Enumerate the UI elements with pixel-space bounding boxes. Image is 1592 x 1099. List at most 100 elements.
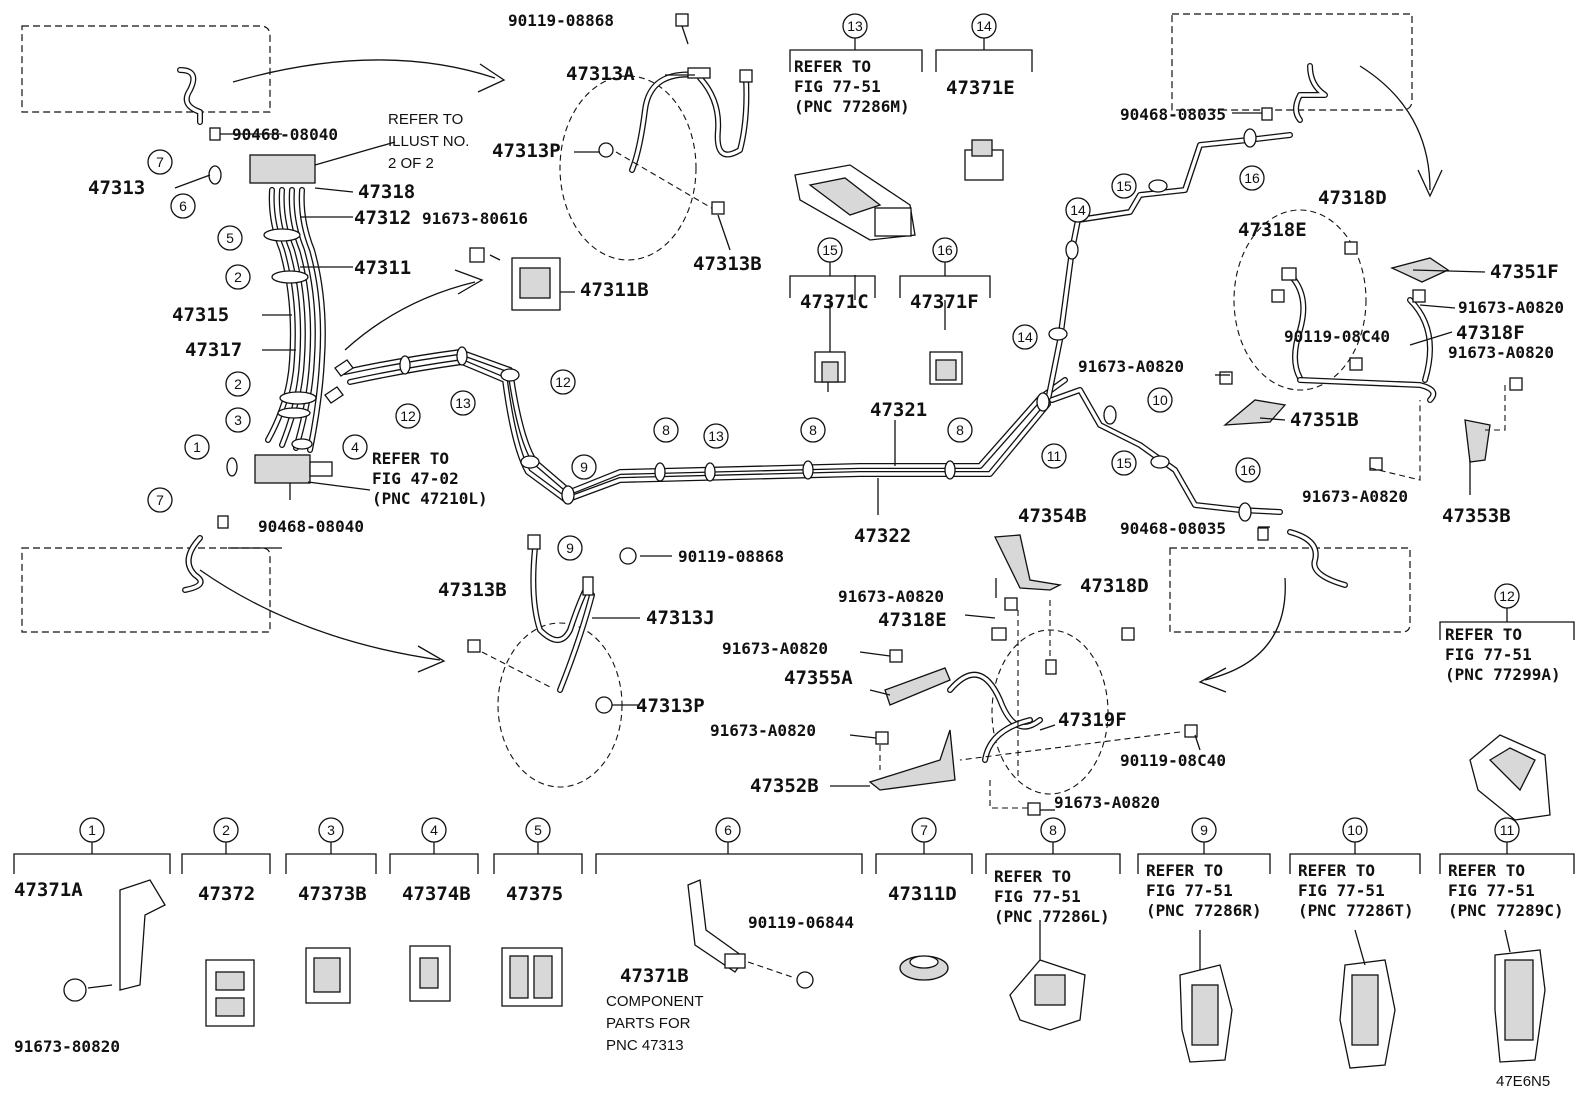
svg-text:3: 3: [234, 412, 242, 428]
svg-text:9: 9: [580, 459, 588, 475]
clamp-77286R: [1179, 930, 1233, 1063]
svg-text:FIG 77-51: FIG 77-51: [1146, 881, 1233, 900]
svg-text:12: 12: [555, 374, 571, 390]
callout-6: 6: [170, 193, 196, 219]
grommet-47311D: [899, 955, 949, 981]
svg-text:16: 16: [1240, 462, 1256, 478]
callout-7-key: 7: [911, 817, 937, 843]
label-47353B: 47353B: [1442, 505, 1511, 527]
label-47312: 47312: [354, 207, 411, 229]
callout-11-key: 11: [1494, 817, 1520, 843]
svg-text:15: 15: [1116, 178, 1132, 194]
callouts: 7 6 5 2 2 3 1 4 7 12 13 12 9 9 8 13 8 8 …: [79, 13, 1520, 843]
svg-text:(PNC 77286R): (PNC 77286R): [1146, 901, 1262, 920]
master-cylinder-block: [254, 454, 311, 484]
label-90468-08040-top: 90468-08040: [232, 125, 338, 144]
bracket-47355A: [884, 667, 951, 706]
label-47322: 47322: [854, 525, 911, 547]
label-47319F: 47319F: [1058, 709, 1127, 731]
svg-text:4: 4: [430, 822, 438, 838]
label-91673-A0820-c3: 91673-A0820: [710, 721, 816, 740]
svg-text:PNC 47313: PNC 47313: [606, 1037, 684, 1054]
label-47313J: 47313J: [646, 607, 715, 629]
svg-text:14: 14: [976, 18, 992, 34]
label-47351B: 47351B: [1290, 409, 1359, 431]
bracket-47352B: [868, 729, 956, 791]
svg-text:12: 12: [1499, 588, 1515, 604]
svg-text:12: 12: [400, 408, 416, 424]
label-90468-08035-top: 90468-08035: [1120, 105, 1226, 124]
bracket-47354B: [993, 534, 1063, 591]
label-47318E-top: 47318E: [1238, 219, 1307, 241]
callout-15-lower: 15: [1111, 450, 1137, 476]
inset-box-bottom-right: [1169, 547, 1411, 633]
svg-text:(PNC 77286T): (PNC 77286T): [1298, 901, 1414, 920]
callout-9-upper: 9: [571, 454, 597, 480]
svg-text:PARTS FOR: PARTS FOR: [606, 1015, 691, 1032]
callout-2-mid: 2: [225, 371, 251, 397]
svg-text:2: 2: [222, 822, 230, 838]
callout-14-lower: 14: [1012, 324, 1038, 350]
label-90119-06844: 90119-06844: [748, 913, 854, 932]
label-47321: 47321: [870, 399, 927, 421]
clip-47371A: [63, 879, 166, 1002]
clamp-77286M: [794, 164, 916, 241]
label-91673-80820: 91673-80820: [14, 1037, 120, 1056]
svg-text:9: 9: [566, 540, 574, 556]
callout-6-key: 6: [715, 817, 741, 843]
label-47375: 47375: [506, 883, 563, 905]
arrow-bottom-left: [199, 569, 441, 661]
svg-text:FIG 47-02: FIG 47-02: [372, 469, 459, 488]
svg-text:4: 4: [351, 439, 359, 455]
callout-10-main: 10: [1147, 387, 1173, 413]
label-47371B: 47371B: [620, 965, 689, 987]
svg-text:7: 7: [920, 822, 928, 838]
label-90468-08035-bottom: 90468-08035: [1120, 519, 1226, 538]
svg-text:REFER TO: REFER TO: [794, 57, 871, 76]
arrow-mid-left: [344, 281, 476, 351]
label-47371C: 47371C: [800, 291, 869, 313]
bracket-47353B: [1464, 419, 1491, 463]
svg-text:8: 8: [1049, 822, 1057, 838]
label-90119-08868-mid: 90119-08868: [678, 547, 784, 566]
svg-text:8: 8: [662, 422, 670, 438]
label-47311: 47311: [354, 257, 411, 279]
label-90119-08868-top: 90119-08868: [508, 11, 614, 30]
clip-47373B: [305, 947, 351, 1004]
callout-1-main: 1: [184, 434, 210, 460]
svg-text:REFER TO: REFER TO: [1445, 625, 1522, 644]
callout-9-key: 9: [1191, 817, 1217, 843]
reference-notes: REFER TO ILLUST NO. 2 OF 2 REFER TO FIG …: [372, 57, 1564, 1054]
label-91673-A0820-r1: 91673-A0820: [1458, 298, 1564, 317]
svg-text:8: 8: [809, 422, 817, 438]
label-47373B: 47373B: [298, 883, 367, 905]
label-91673-A0820-c2: 91673-A0820: [722, 639, 828, 658]
detail-circle-right: [1233, 209, 1367, 391]
svg-text:11: 11: [1500, 822, 1515, 838]
clip-47311B: [469, 247, 561, 311]
svg-text:1: 1: [193, 439, 201, 455]
callout-2-key: 2: [213, 817, 239, 843]
svg-text:1: 1: [88, 822, 96, 838]
label-47313A: 47313A: [566, 63, 635, 85]
label-47371F: 47371F: [910, 291, 979, 313]
svg-text:8: 8: [956, 422, 964, 438]
label-47311D: 47311D: [888, 883, 957, 905]
bracket-47351B: [1223, 399, 1287, 426]
arrow-bottom-right: [1204, 577, 1286, 681]
svg-text:(PNC 47210L): (PNC 47210L): [372, 489, 488, 508]
callout-7-top: 7: [147, 149, 173, 175]
svg-text:REFER TO: REFER TO: [1146, 861, 1223, 880]
svg-text:(PNC 77286M): (PNC 77286M): [794, 97, 910, 116]
label-47313P-mid: 47313P: [636, 695, 705, 717]
svg-text:(PNC 77286L): (PNC 77286L): [994, 907, 1110, 926]
label-47313B-top: 47313B: [693, 253, 762, 275]
tube-connector-block: [249, 154, 316, 184]
svg-text:COMPONENT: COMPONENT: [606, 993, 704, 1010]
bottom-brackets: [13, 608, 1575, 874]
label-47352B: 47352B: [750, 775, 819, 797]
callout-16-lower: 16: [1235, 457, 1261, 483]
clip-47372: [205, 959, 255, 1027]
callout-14-upper: 14: [1065, 197, 1091, 223]
svg-text:13: 13: [708, 428, 724, 444]
